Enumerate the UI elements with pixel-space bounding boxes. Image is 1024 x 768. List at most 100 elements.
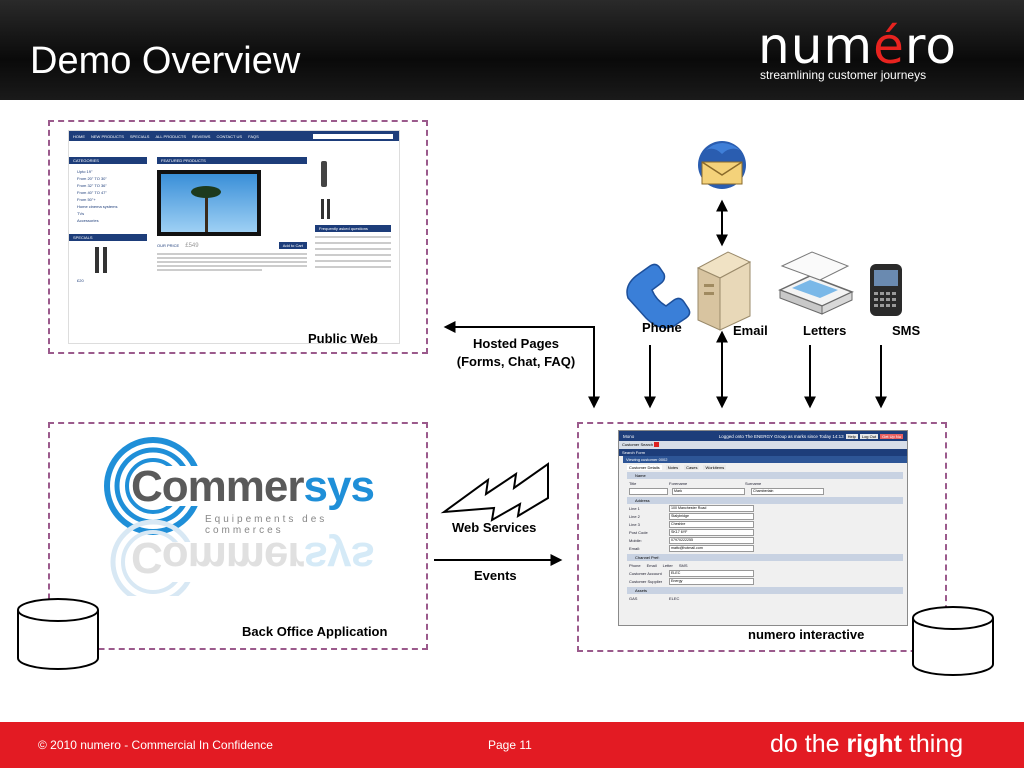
footer-copyright: © 2010 numero - Commercial In Confidence [38,738,273,752]
numero-interactive-box [577,422,947,652]
web-nav-item: ALL PRODUCTS [155,133,186,139]
category-link: Upto 19" [77,169,93,174]
our-price-value: £549 [185,242,199,249]
channel-label-phone: Phone [642,320,682,335]
crm-line2-label: Line 2 [629,513,640,519]
hosted-pages-arrow [443,321,600,409]
web-nav-item: REVIEWS [192,133,211,139]
crm-logged-in: Logged onto The ENERGY Group as marks si… [718,433,844,439]
crm-supplier-label: Customer Supplier [629,578,663,584]
category-link: From 20" TO 30" [77,176,107,181]
crm-account-row: Customer Account ELEC [629,569,907,577]
web-nav-item: CONTACT US [216,133,243,139]
crm-tab: Customer Details [627,465,662,470]
crm-mobile-row: Mobile:07970222255 [629,536,907,544]
back-office-box [48,422,428,650]
slogan-bold: right [846,730,902,758]
category-link: From 50"+ [77,197,96,202]
category-link: From 32" TO 36" [77,183,107,188]
crm-assets-section: Assets [627,587,903,594]
logo-text-b: ro [904,17,957,75]
slide-header [0,0,1024,100]
web-nav-bar: HOME NEW PRODUCTS SPECIALS ALL PRODUCTS … [69,131,399,141]
thunderbird-mail-icon [698,141,746,189]
crm-customer-search-tab: Customer Search [619,441,907,449]
category-link: From 40" TO 47" [77,190,107,195]
commersys-wordmark: Commersys [131,462,375,512]
crm-top-bar: Mono Logged onto The ENERGY Group as mar… [619,431,907,441]
database-cylinder-icon [17,598,99,670]
web-nav-item: NEW PRODUCTS [91,133,124,139]
hosted-pages-label-1: Hosted Pages [473,336,559,351]
hosted-pages-label-2: (Forms, Chat, FAQ) [456,354,576,369]
web-services-label: Web Services [452,520,537,535]
crm-line3-row: Line 3 Cheshire [629,520,907,528]
public-web-label: Public Web [308,331,378,346]
close-icon [654,442,660,448]
public-web-screenshot: HOME NEW PRODUCTS SPECIALS ALL PRODUCTS … [68,130,400,344]
crm-title-label: Title [629,480,637,486]
crm-tab: Notes [665,465,681,470]
crm-mobile-field: 07970222255 [669,536,754,544]
crm-forename-label: Forename [669,480,688,486]
crm-assets-row: GAS ELEC [629,594,907,602]
crm-line3-label: Line 3 [629,521,640,527]
category-link: Home cinema systems [77,204,118,209]
crm-channel-section: Channel Pref: [627,554,903,561]
web-main: FEATURED PRODUCTS OUR PRICE £549 Add to … [157,157,307,284]
crm-address-section: Address [627,497,903,504]
logo-tagline: streamlining customer journeys [760,68,927,82]
crm-logout-button: Log Out [859,433,879,439]
server-icon [696,251,752,331]
hdmi-image [315,195,391,225]
crm-name-section: Name [627,472,903,479]
crm-account-field: ELEC [669,569,754,577]
crm-channel-options: Phone Email Letter SMS [629,561,907,569]
crm-tab: Workitems [703,465,727,470]
crm-line1-field: 100 Manchester Road [669,504,754,512]
featured-heading: FEATURED PRODUCTS [157,157,307,164]
crm-other-button: Get Up Nu [880,433,903,439]
footer-slogan: do the right thing [770,730,963,759]
commersys-text-b: sys [303,462,375,511]
lightning-bolt-icon [440,462,549,522]
commersys-text-a: Commer [131,462,304,511]
crm-surname-field: Chamberlain [751,487,824,495]
faq-heading: Frequently asked questions [315,225,391,232]
slogan-pre: do the [770,730,847,758]
web-right-column: Frequently asked questions [315,157,391,284]
category-link: Accessories [77,218,99,223]
crm-name-values: Mark Chamberlain [629,487,907,495]
web-nav-item: SPECIALS [129,133,150,139]
logo-text-accent: é [873,17,905,75]
crm-line3-field: Cheshire [669,520,754,528]
crm-line2-field: Stalybridge [669,512,754,520]
public-web-box [48,120,428,354]
database-cylinder-icon [912,606,994,676]
commersys-rings [104,437,215,596]
crm-channel-option: SMS [678,562,688,568]
categories-heading: CATEGORIES [69,157,147,164]
slogan-post: thing [902,730,964,758]
numero-interactive-label: numero interactive [748,627,865,642]
crm-email-field: mattc@hotmail.com [669,544,754,552]
footer-page-number: Page 11 [488,738,532,752]
blackberry-phone-icon [870,264,902,316]
crm-supplier-field: Energy [669,577,754,585]
channel-label-sms: SMS [892,323,921,338]
channel-label-email: Email [733,323,768,338]
crm-gas-label: GAS [629,595,638,601]
crm-help-button: Help [845,433,858,439]
add-to-cart-button: Add to Cart [278,242,307,249]
web-nav-item: FAQS [248,133,259,139]
logo-text-a: num [758,17,874,75]
crm-tabs: Customer Details Notes Cases Workitems [625,465,907,470]
crm-account-label: Customer Account [629,570,662,576]
product-description-lines [157,253,307,271]
crm-channel-option: Email [646,562,657,568]
numero-interactive-screenshot: Mono Logged onto The ENERGY Group as mar… [618,430,908,626]
slide-title: Demo Overview [30,40,301,82]
